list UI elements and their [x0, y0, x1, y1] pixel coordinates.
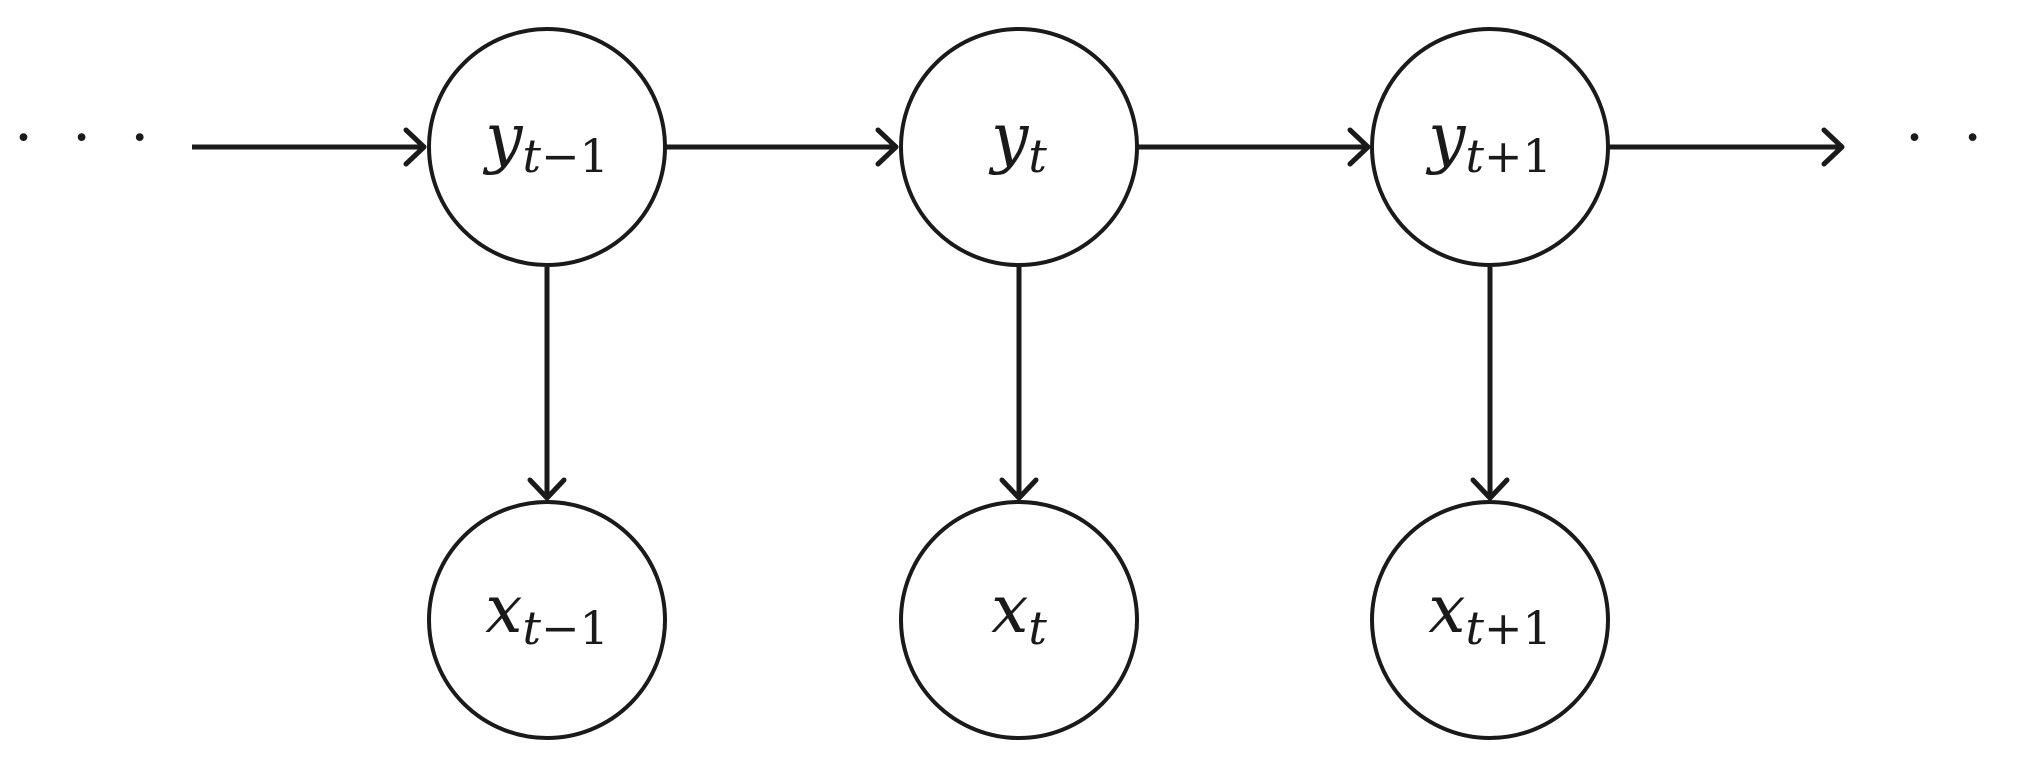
node-y-next-label: yt+1 [1425, 99, 1552, 183]
node-y-cur-label: yt [988, 99, 1047, 183]
edge-left-to-y-prev [192, 127, 427, 167]
edge-y-prev-to-y-cur [664, 127, 899, 167]
node-x-cur: xt [899, 500, 1139, 740]
node-x-cur-label: xt [991, 571, 1047, 655]
node-y-next: yt+1 [1370, 27, 1610, 267]
right-ellipsis: · · · [1905, 103, 2017, 173]
edge-y-next-to-x-next [1470, 267, 1510, 501]
left-ellipsis: · · · [14, 103, 159, 173]
edge-y-next-to-right [1608, 127, 1845, 167]
node-x-next-label: xt+1 [1428, 571, 1552, 655]
edge-y-prev-to-x-prev [527, 267, 567, 501]
node-x-prev: xt−1 [427, 500, 667, 740]
node-y-prev: yt−1 [427, 27, 667, 267]
edge-y-cur-to-x-cur [999, 267, 1039, 501]
edge-y-cur-to-y-next [1136, 127, 1371, 167]
node-y-cur: yt [899, 27, 1139, 267]
node-y-prev-label: yt−1 [482, 99, 609, 183]
node-x-prev-label: xt−1 [485, 571, 609, 655]
node-x-next: xt+1 [1370, 500, 1610, 740]
